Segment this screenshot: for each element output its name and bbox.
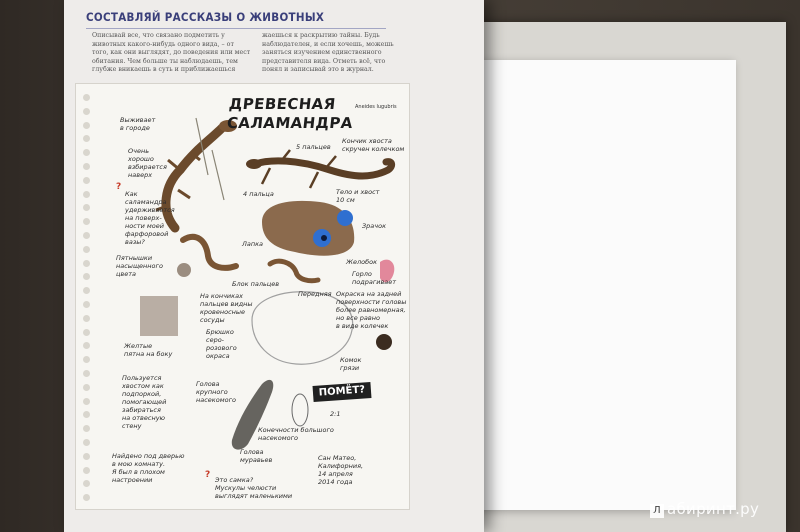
punch-hole [83,480,90,488]
punch-hole [83,383,90,391]
note-toe-tips: На кончиках пальцев видны кровеносные со… [200,292,253,324]
note-throat: Горло подрагивает [352,270,397,286]
note-found: Найдено под дверью в мою комнату. Я был … [112,452,185,484]
punch-hole [83,328,90,336]
note-tail-prop: Пользуется хвостом как подпоркой, помога… [122,374,167,430]
note-ant-heads: Голова муравьев [240,448,273,464]
note-insect-limbs: Конечности большого насекомого [258,426,334,442]
notebook-title: ДРЕВЕСНАЯ САЛАМАНДРА [226,95,356,133]
punch-hole [83,149,90,157]
title-line-1: ДРЕВЕСНАЯ [228,95,337,113]
note-place-date: Сан Матео, Калифорния, 14 апреля 2014 го… [318,454,364,486]
punch-hole [83,411,90,419]
salamander-side-drawing [246,149,396,189]
punch-hole [83,218,90,226]
note-ratio: 2:1 [330,410,341,418]
punch-hole [83,204,90,212]
labirint-logo-icon: Л [650,504,664,518]
note-spots: Пятнышки насыщенного цвета [116,254,163,278]
note-female-question: Это самка? Мускулы челюсти выглядят мале… [215,476,293,500]
note-five-fingers: 5 пальцев [296,143,331,151]
punch-hole [83,94,90,101]
note-side-spots: Желтые пятна на боку [124,342,173,358]
punch-hole [83,190,90,198]
note-head-color: Окраска на задней поверхности головы бол… [336,290,407,330]
question-mark-1: ? [116,182,122,192]
note-four-fingers: 4 пальца [243,190,274,198]
salamander-legs-drawing [177,233,321,284]
punch-hole [83,287,90,295]
pink-smudge [380,259,395,283]
salamander-climbing-drawing [155,117,237,233]
punch-hole [83,273,90,281]
punch-hole [83,452,90,460]
punch-hole [83,425,90,433]
insect-remains-drawing [231,379,309,450]
punch-hole [83,356,90,364]
question-mark-2: ? [205,470,211,480]
punch-hole [83,176,90,184]
watermark-text: абиринт.ру [667,500,760,518]
note-toe-pads: Блок пальцев [232,280,280,288]
punch-hole [83,466,90,474]
note-survives: Выживает в городе [120,116,156,132]
intro-text-left: Описывай все, что связано подметить у жи… [92,32,251,74]
note-front: Передняя [298,290,332,298]
note-insect-head: Голова крупного насекомого [196,380,236,404]
note-belly: Брюшко серо- розового окраса [206,328,237,360]
punch-hole [83,342,90,350]
punch-hole [83,232,90,239]
intro-text-right: жаешься к раскрытию тайны. Будь наблюдат… [262,32,394,74]
note-climbs: Очень хорошо взбирается наверх [128,147,167,179]
punch-hole [83,301,90,308]
note-groove: Желобок [346,258,378,266]
punch-hole [83,397,90,405]
punch-hole [83,107,90,115]
belly-outline-drawing [140,291,392,365]
note-tail-tip: Кончик хвоста скручен колечком [342,137,405,153]
punch-hole [83,494,90,502]
note-paw: Лапка [242,240,264,248]
punch-hole [83,370,90,377]
title-line-2: САЛАМАНДРА [226,114,354,132]
punch-hole [83,135,90,143]
punch-hole [83,121,90,129]
punch-hole [83,245,90,253]
punch-hole [83,439,90,446]
species-latin-name: Aneides lugubris [355,104,397,110]
page-header: СОСТАВЛЯЙ РАССКАЗЫ О ЖИВОТНЫХ [86,10,325,24]
note-dirt: Комок грязи [340,356,362,372]
note-body-length: Тело и хвост 10 см [336,188,380,204]
header-rule [86,28,386,29]
note-question-vase: Как саламандра удерживается на поверх- н… [125,190,175,246]
punch-hole [83,314,90,322]
punch-hole [83,259,90,267]
note-pupil: Зрачок [362,222,387,230]
salamander-head-drawing [262,200,355,256]
punch-hole [83,163,90,170]
